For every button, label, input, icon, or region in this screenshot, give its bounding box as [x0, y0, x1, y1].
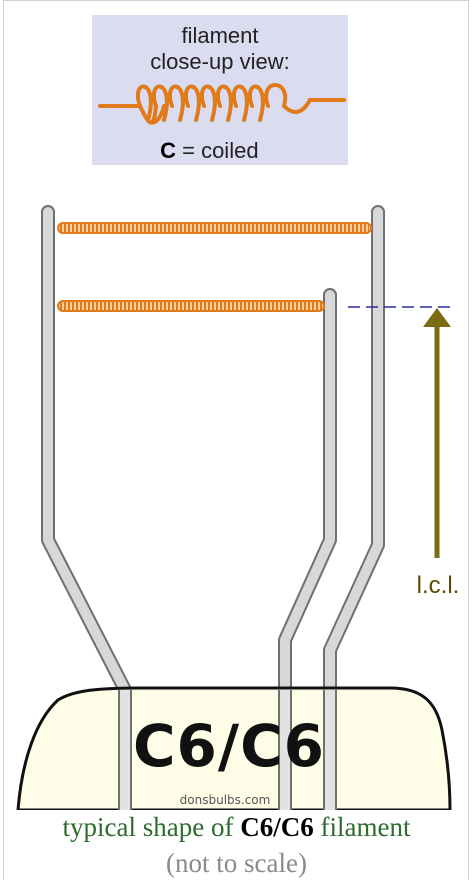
lcl-label: l.c.l. — [417, 572, 460, 599]
watermark: donsbulbs.com — [180, 793, 271, 807]
coiled-filaments — [57, 222, 372, 312]
lcl-dimension: l.c.l. — [348, 306, 460, 599]
close-up-inset: filament close-up view: C = coiled — [92, 15, 348, 165]
base-code-label: C6/C6 — [133, 712, 325, 780]
caption-main: typical shape of C6/C6 filament — [0, 810, 473, 844]
inset-title-line2: close-up view: — [150, 49, 289, 74]
inset-title-line1: filament — [181, 23, 258, 48]
caption-prefix: typical shape of — [62, 812, 241, 842]
caption-bold: C6/C6 — [240, 812, 314, 842]
caption-note: (not to scale) — [166, 848, 307, 878]
coil-code-letter: C — [160, 138, 176, 163]
figure-frame — [3, 0, 469, 880]
coil-closeup-icon — [98, 83, 346, 125]
caption-suffix: filament — [313, 812, 411, 842]
coil-code-meaning: = coiled — [176, 138, 259, 163]
lcl-arrow-head-icon — [423, 308, 451, 327]
bulb-base: C6/C6 donsbulbs.com — [16, 686, 452, 810]
filament-diagram: filament close-up view: C = coiled — [16, 15, 460, 810]
